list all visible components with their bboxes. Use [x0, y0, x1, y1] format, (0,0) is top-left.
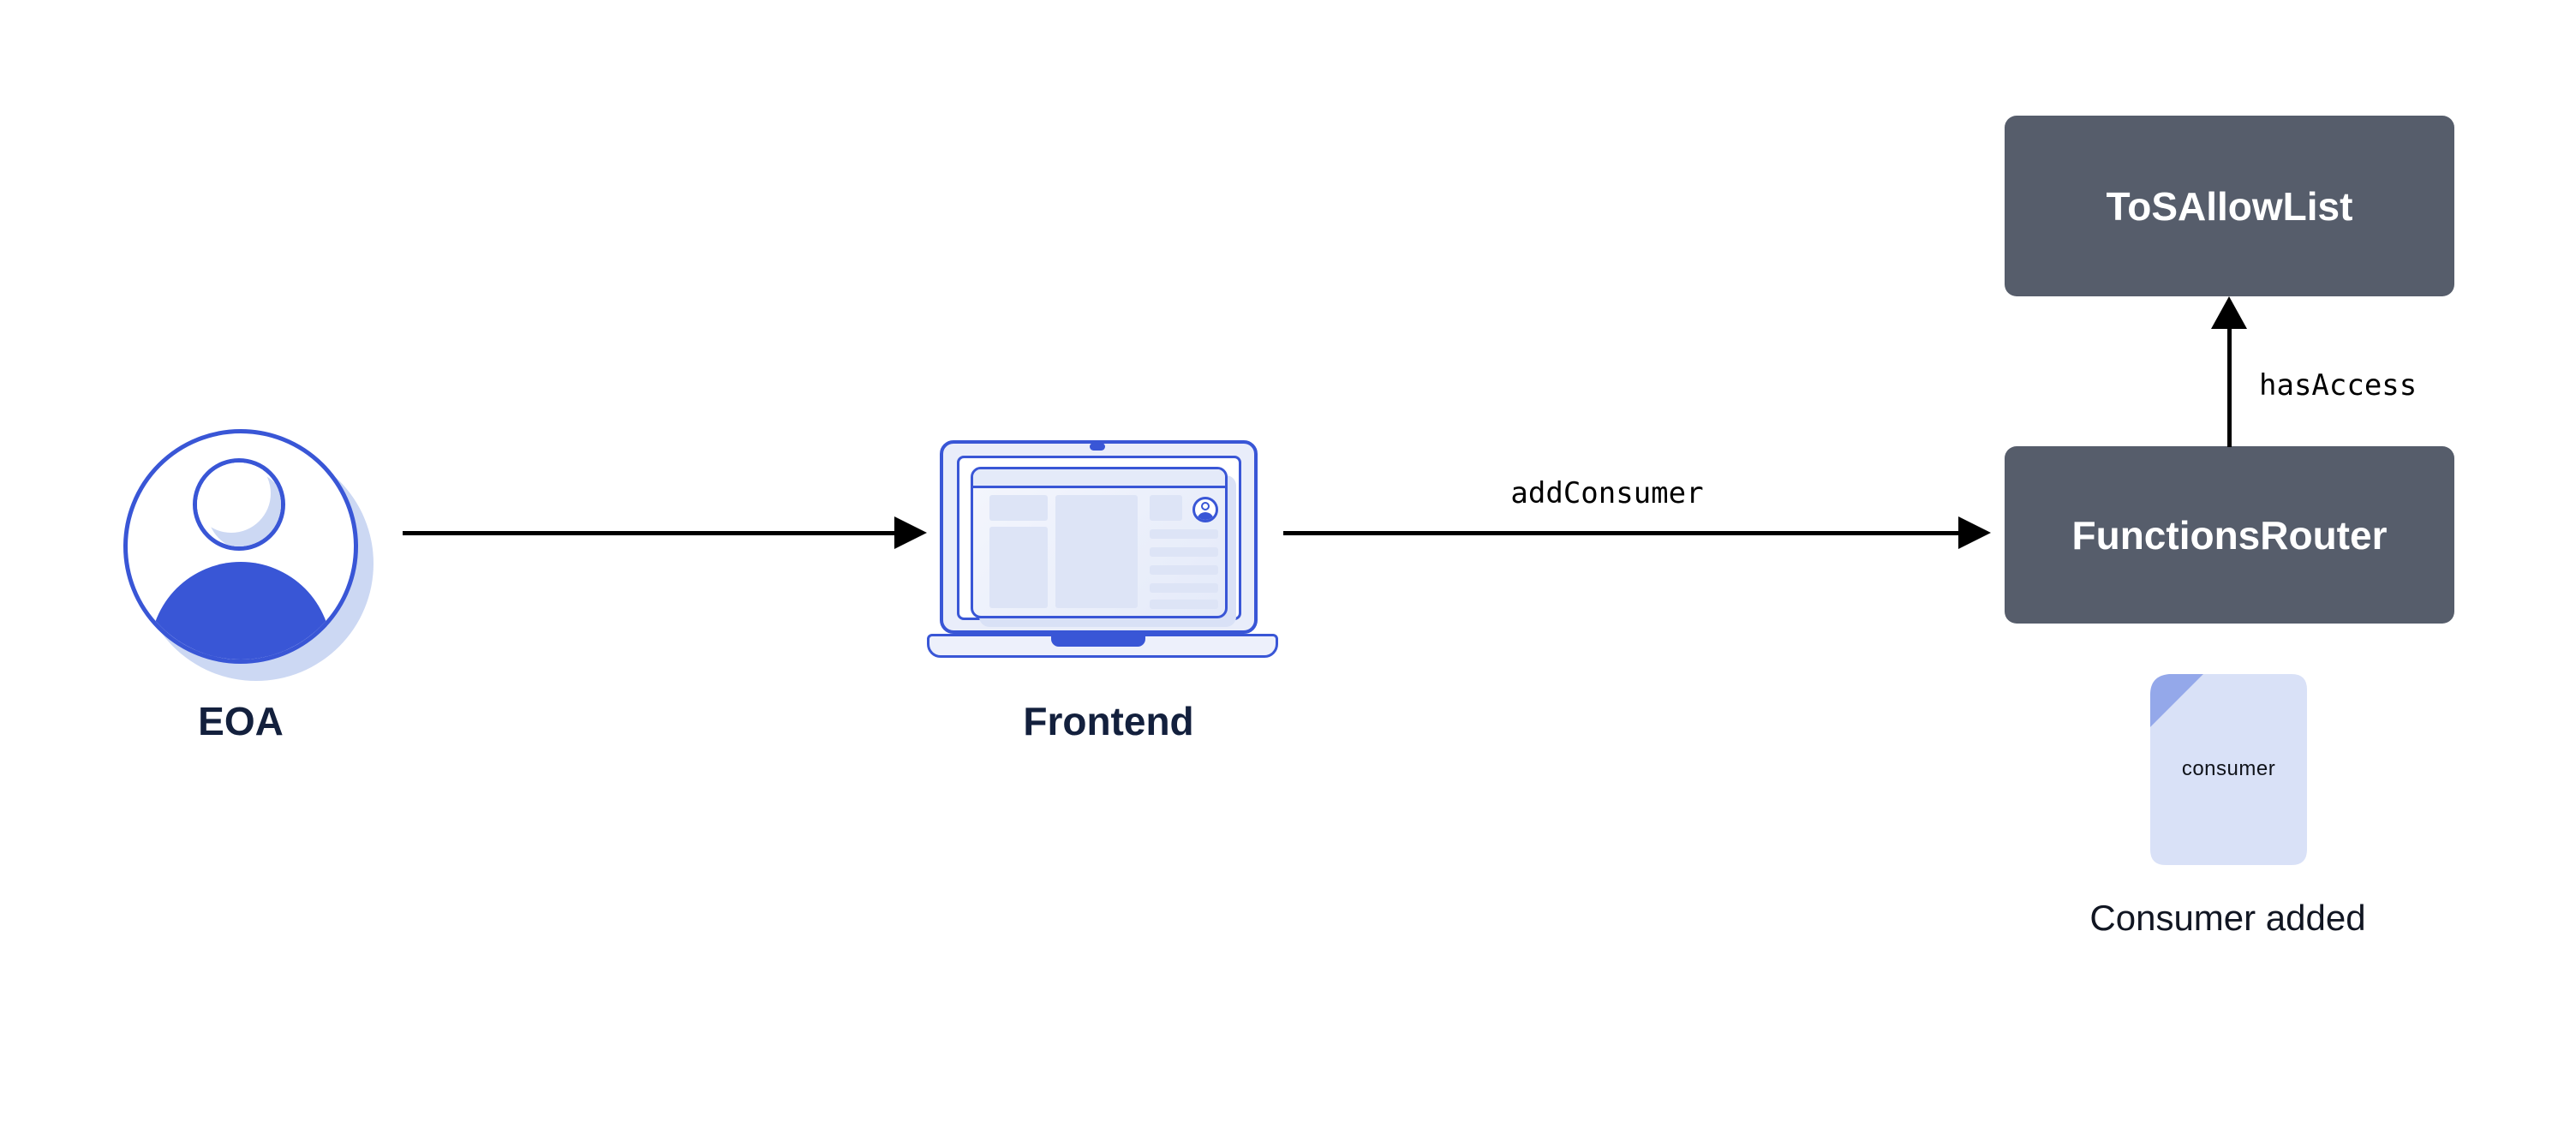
- document-fold-corner: [2150, 674, 2203, 727]
- eoa-label: EOA: [198, 699, 284, 743]
- laptop-webcam-dot: [1090, 443, 1105, 451]
- document-page: [2150, 674, 2307, 865]
- edge-label-hasaccess: hasAccess: [2259, 368, 2418, 403]
- arrow-eoa-to-frontend-line: [403, 531, 894, 535]
- content-placeholder-line: [1150, 529, 1218, 539]
- functions-router-label: FunctionsRouter: [2071, 512, 2388, 558]
- arrow-eoa-to-frontend-head: [894, 516, 927, 549]
- user-badge-shoulders: [1197, 512, 1214, 520]
- browser-window: [971, 467, 1228, 618]
- content-placeholder-line: [1150, 583, 1218, 593]
- user-avatar-icon: [123, 429, 358, 664]
- avatar-head: [193, 458, 285, 551]
- user-badge-head: [1201, 502, 1210, 510]
- avatar-head-core: [197, 463, 271, 533]
- arrow-router-to-tos-line: [2227, 328, 2232, 447]
- laptop-notch: [1051, 636, 1145, 647]
- content-placeholder-block: [989, 495, 1048, 521]
- content-placeholder-line: [1150, 600, 1218, 609]
- browser-header-bar: [973, 469, 1225, 488]
- content-placeholder-line: [1150, 565, 1218, 575]
- avatar-shoulders: [150, 562, 332, 660]
- document-icon: [2150, 674, 2307, 865]
- user-badge-icon: [1192, 497, 1218, 522]
- node-tos-allow-list: ToSAllowList: [2005, 116, 2454, 296]
- arrow-frontend-to-router-line: [1283, 531, 1960, 535]
- consumer-added-caption: Consumer added: [2089, 898, 2366, 938]
- content-placeholder-block: [1150, 495, 1182, 521]
- frontend-label: Frontend: [1023, 699, 1194, 743]
- node-functions-router: FunctionsRouter: [2005, 446, 2454, 624]
- arrow-frontend-to-router-head: [1958, 516, 1991, 549]
- arrow-router-to-tos-head: [2211, 296, 2247, 329]
- edge-label-addconsumer: addConsumer: [1510, 476, 1704, 510]
- content-placeholder-line: [1150, 547, 1218, 557]
- content-placeholder-block: [989, 527, 1048, 608]
- content-placeholder-block: [1055, 495, 1138, 608]
- tos-allow-list-label: ToSAllowList: [2106, 183, 2353, 229]
- document-file-label: consumer: [2181, 757, 2276, 780]
